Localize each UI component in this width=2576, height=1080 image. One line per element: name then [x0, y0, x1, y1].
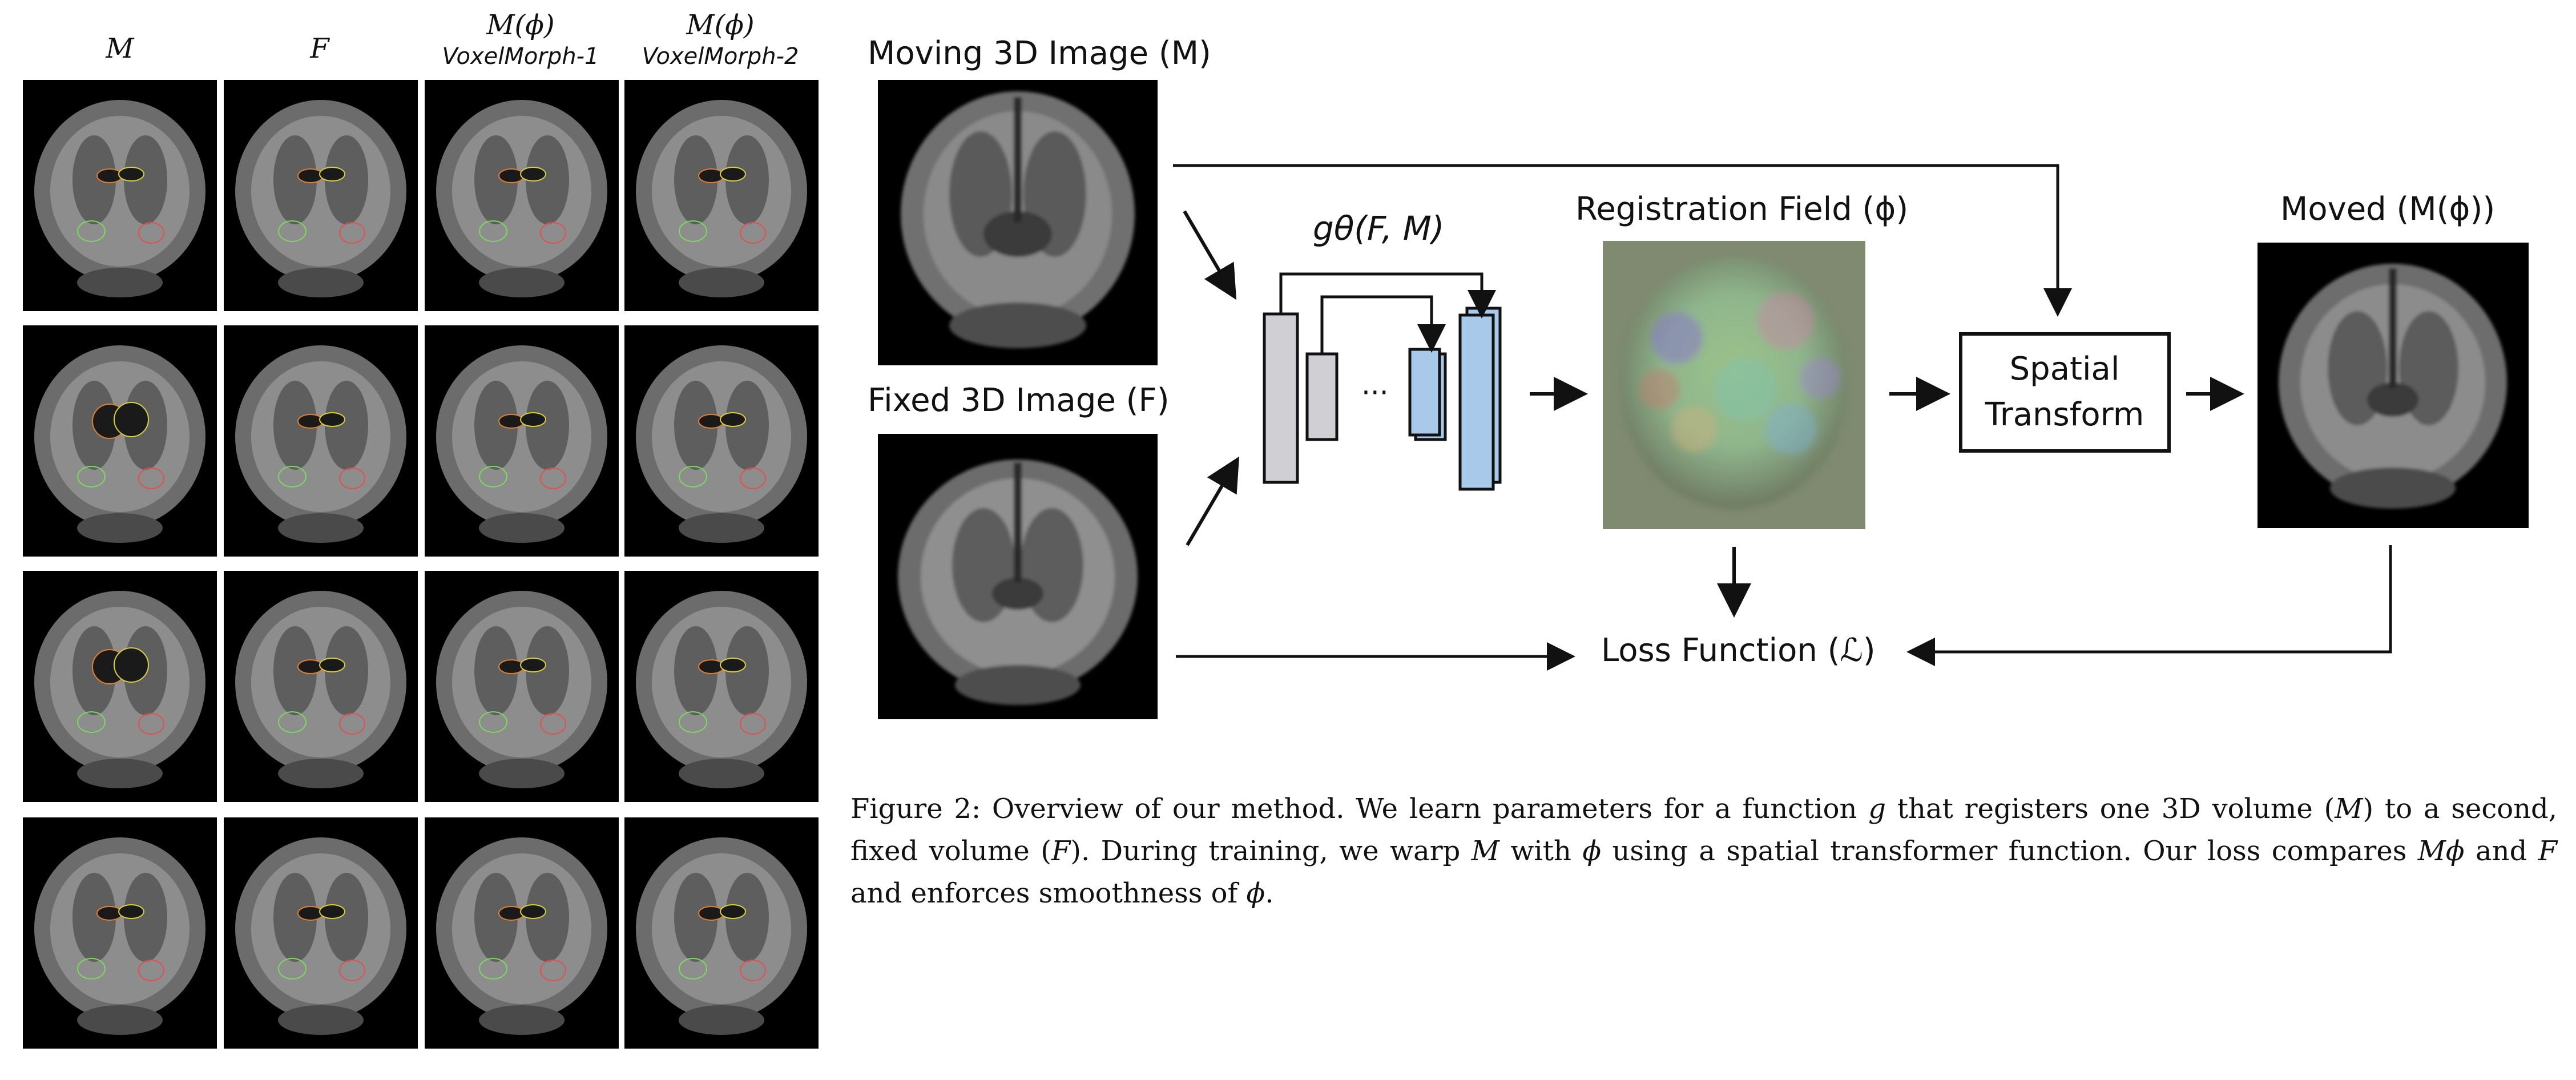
registration-field-label: Registration Field (ϕ)	[1575, 191, 1908, 228]
results-grid: M F M(ϕ) VoxelMorph-1 M(ϕ) VoxelMorph-2	[0, 0, 839, 1080]
brain-thumbnail	[624, 325, 819, 557]
brain-thumbnail	[224, 80, 418, 311]
brain-thumbnail	[624, 80, 819, 311]
brain-thumbnail	[425, 817, 619, 1049]
moved-to-loss-arrow	[1906, 545, 2392, 666]
pipeline-diagram: Moving 3D Image (M) Fixed 3D Image (F) g…	[839, 0, 2576, 1080]
column-header-m: M	[23, 31, 217, 66]
skip-connection-1	[1279, 272, 1496, 319]
column-header-voxelmorph-1: M(ϕ) VoxelMorph-1	[424, 8, 618, 71]
brain-thumbnail	[23, 80, 217, 311]
pipeline-svg: Moving 3D Image (M) Fixed 3D Image (F) g…	[868, 35, 2529, 719]
unet-network: ···	[1263, 272, 1502, 491]
fixed-to-network-arrow	[1186, 456, 1240, 546]
caption-part4: ). During training, we warp	[1070, 835, 1472, 867]
caption-g: g	[1868, 793, 1886, 825]
network-label: gθ(F, M)	[1313, 209, 1444, 248]
caption-part2: that registers one 3D volume (	[1885, 793, 2335, 825]
caption-prefix: Figure 2: Overview of our method. We lea…	[850, 793, 1869, 825]
column-header-vm2-subtitle: VoxelMorph-2	[642, 43, 799, 70]
fixed-image	[878, 434, 1158, 719]
decoder-block-2	[1408, 348, 1441, 437]
caption-part6: using a spatial transformer function. Ou…	[1601, 835, 2418, 867]
column-header-vm2-title: M(ϕ)	[686, 9, 755, 41]
moving-to-transform-arrow	[1173, 164, 2072, 317]
skip-connection-2	[1320, 295, 1446, 353]
encoder-block-2	[1305, 352, 1339, 441]
brain-thumbnail	[224, 571, 418, 802]
spatial-transform-line1: Spatial	[2010, 350, 2120, 388]
caption-f2: F	[2538, 835, 2557, 867]
column-header-voxelmorph-2: M(ϕ) VoxelMorph-2	[623, 8, 817, 71]
brain-thumbnail	[624, 571, 819, 802]
moved-image	[2257, 243, 2529, 528]
caption-f1: F	[1051, 835, 1071, 867]
caption-phi1: ϕ	[1582, 835, 1602, 867]
caption-part5: with	[1499, 835, 1583, 867]
caption-phi2: ϕ	[1246, 877, 1265, 909]
column-header-f-text: F	[310, 33, 329, 65]
caption-part9: .	[1265, 877, 1274, 909]
brain-thumbnail	[425, 325, 619, 557]
caption-m2: M	[1471, 835, 1499, 867]
brain-thumbnail	[224, 817, 418, 1049]
brain-thumbnail	[23, 571, 217, 802]
loss-function-label: Loss Function (ℒ)	[1601, 632, 1876, 669]
brain-thumbnail	[23, 325, 217, 557]
caption-part3: ) to a second, fixed volume (	[850, 793, 2558, 867]
moved-image-label: Moved (M(ϕ))	[2280, 191, 2495, 228]
column-header-vm1-title: M(ϕ)	[486, 9, 555, 41]
decoder-block-1	[1458, 313, 1495, 491]
spatial-transform-box: Spatial Transform	[1959, 332, 2171, 453]
registration-field-image	[1603, 241, 1865, 529]
figure-caption: Figure 2: Overview of our method. We lea…	[850, 788, 2557, 914]
brain-thumbnail	[425, 571, 619, 802]
column-header-vm1-subtitle: VoxelMorph-1	[442, 43, 599, 70]
caption-mphi: Mϕ	[2417, 835, 2465, 867]
brain-thumbnail	[224, 325, 418, 557]
moving-image	[878, 80, 1158, 365]
column-header-m-text: M	[106, 33, 134, 65]
encoder-block-1	[1263, 312, 1299, 484]
moving-to-network-arrow	[1183, 210, 1237, 300]
brain-thumbnail	[425, 80, 619, 311]
column-header-f: F	[223, 31, 417, 66]
brain-thumbnail	[23, 817, 217, 1049]
moving-image-label: Moving 3D Image (M)	[868, 35, 1211, 72]
fixed-image-label: Fixed 3D Image (F)	[868, 382, 1170, 419]
brain-thumbnail	[624, 817, 819, 1049]
caption-part7: and	[2464, 835, 2538, 867]
spatial-transform-line2: Transform	[1985, 396, 2144, 433]
network-ellipsis: ···	[1361, 376, 1389, 409]
caption-m1: M	[2335, 793, 2363, 825]
caption-part8: and enforces smoothness of	[850, 877, 1247, 909]
